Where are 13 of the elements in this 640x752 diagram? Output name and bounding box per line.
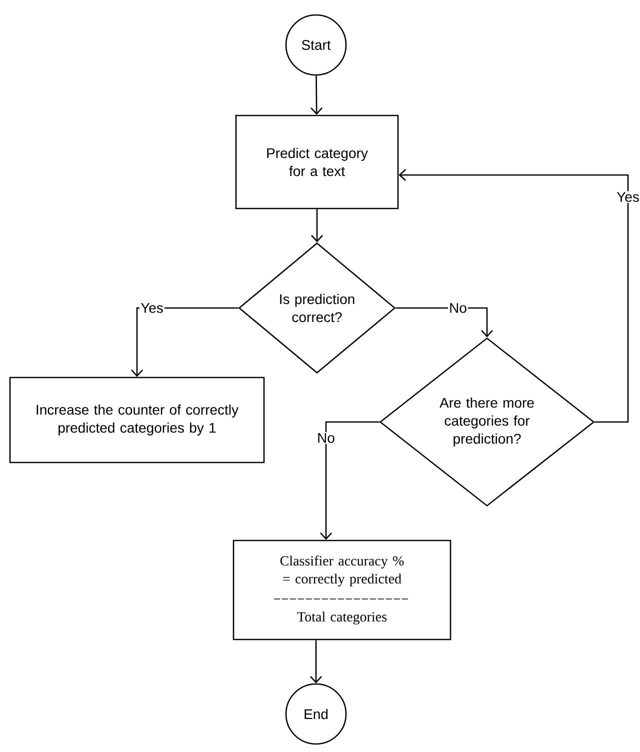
arrow: [311, 209, 323, 242]
arrow: [310, 640, 322, 684]
process-box: Predict category for a text: [235, 114, 399, 210]
arrow: [398, 169, 629, 423]
process-box: Increase the counter of correctly predicted categories by 1: [9, 376, 265, 464]
edge-label: Yes: [140, 302, 164, 314]
arrow: [320, 421, 380, 540]
edge-label: Yes: [616, 191, 640, 203]
edge-label: No: [316, 432, 336, 444]
arrow: [310, 76, 323, 115]
formula-box: Classifier accuracy % = correctly predicted Total categories: [232, 540, 452, 640]
edge-label: No: [448, 302, 468, 314]
arrow: [396, 307, 493, 338]
